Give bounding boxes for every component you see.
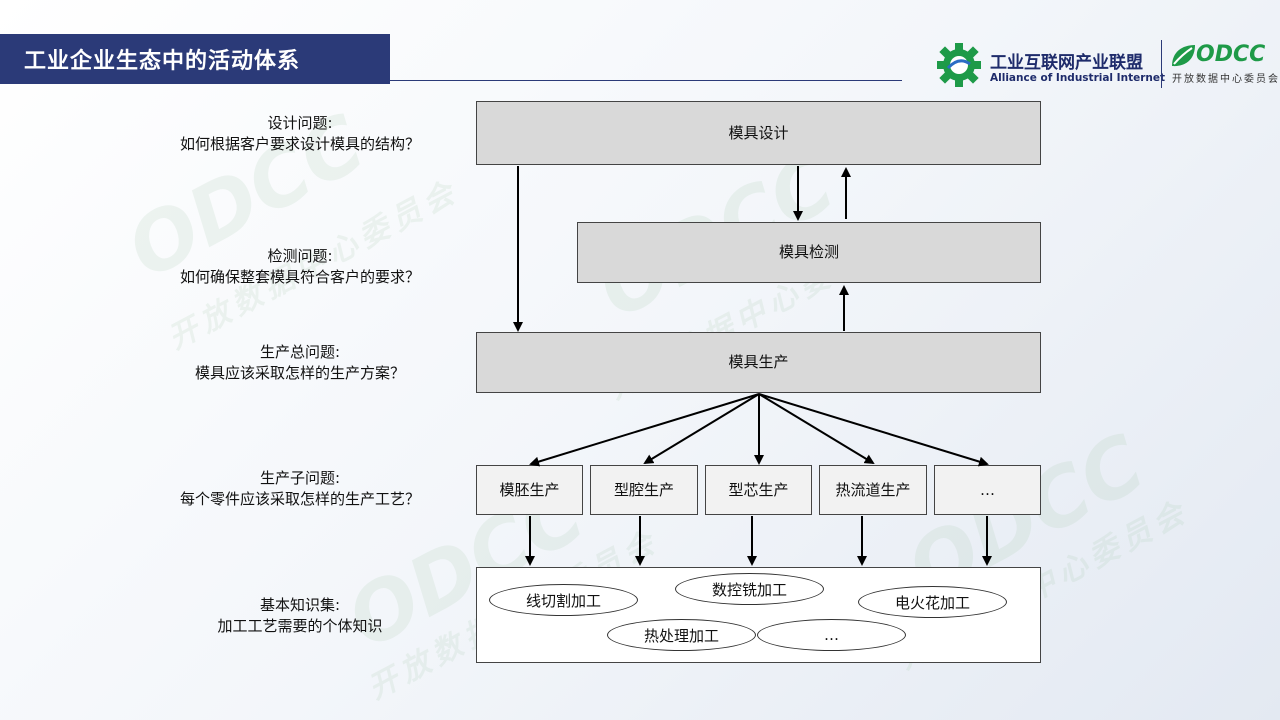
odcc-logo-cn: 开放数据中心委员会 [1172, 74, 1280, 85]
question-title: 生产子问题: [259, 469, 341, 487]
mold-production-box: 模具生产 [476, 332, 1041, 393]
question-text: 每个零件应该采取怎样的生产工艺？ [179, 490, 420, 508]
title-underline [390, 80, 902, 81]
logo-divider [1161, 40, 1162, 88]
gear-icon [937, 43, 981, 87]
aii-logo-cn: 工业互联网产业联盟 [990, 53, 1143, 73]
odcc-logo-brand: ODCC [1196, 42, 1266, 67]
leaf-icon [1172, 45, 1195, 67]
knowledge-item: … [757, 619, 906, 651]
question-title: 基本知识集: [259, 596, 341, 614]
question-subproduction: 生产子问题: 每个零件应该采取怎样的生产工艺？ [110, 468, 490, 510]
question-title: 生产总问题: [259, 343, 341, 361]
aii-logo-en: Alliance of Industrial Internet [990, 72, 1165, 84]
knowledge-item: 线切割加工 [489, 584, 638, 616]
arrow-production-to-sub [758, 393, 875, 465]
question-design: 设计问题: 如何根据客户要求设计模具的结构？ [110, 113, 490, 155]
page-title: 工业企业生态中的活动体系 [0, 34, 390, 84]
odcc-logo: ODCC 开放数据中心委员会 [1166, 40, 1278, 88]
arrow-production-to-sub [643, 393, 760, 465]
arrow-production-to-sub [758, 393, 989, 467]
sub-process-box: 型腔生产 [590, 465, 698, 515]
question-knowledge: 基本知识集: 加工工艺需要的个体知识 [110, 595, 490, 637]
knowledge-item: 电火花加工 [858, 586, 1007, 618]
sub-process-box: 热流道生产 [819, 465, 927, 515]
sub-process-box: 型芯生产 [705, 465, 812, 515]
sub-process-box: … [934, 465, 1041, 515]
question-text: 加工工艺需要的个体知识 [217, 617, 383, 635]
aii-logo: 工业互联网产业联盟 Alliance of Industrial Interne… [934, 42, 1165, 88]
arrow-production-to-sub [529, 393, 760, 467]
knowledge-item: 数控铣加工 [675, 573, 824, 605]
question-text: 模具应该采取怎样的生产方案？ [194, 364, 405, 382]
question-text: 如何根据客户要求设计模具的结构？ [179, 135, 420, 153]
question-title: 检测问题: [267, 247, 333, 265]
mold-design-box: 模具设计 [476, 101, 1041, 165]
mold-inspection-box: 模具检测 [577, 222, 1041, 283]
question-inspection: 检测问题: 如何确保整套模具符合客户的要求？ [110, 246, 490, 288]
sub-process-box: 模胚生产 [476, 465, 583, 515]
question-production: 生产总问题: 模具应该采取怎样的生产方案？ [110, 342, 490, 384]
knowledge-item: 热处理加工 [607, 619, 756, 651]
question-title: 设计问题: [267, 114, 333, 132]
question-text: 如何确保整套模具符合客户的要求？ [179, 268, 420, 286]
